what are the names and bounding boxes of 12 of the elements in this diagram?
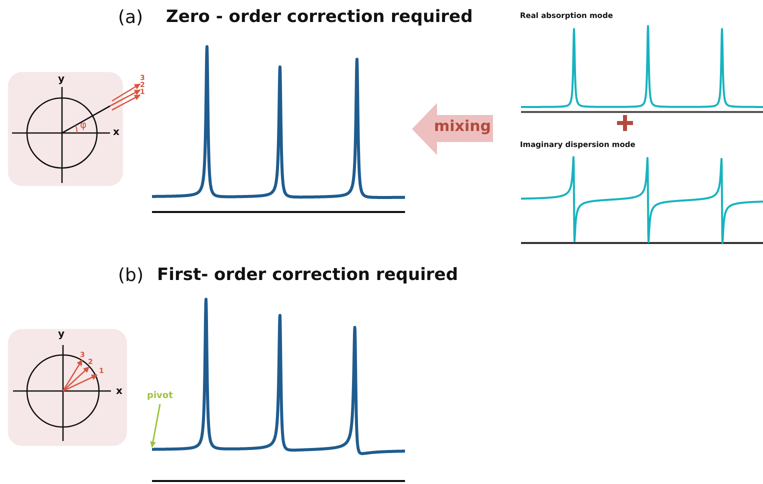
axis-label: y <box>58 330 65 340</box>
panel-label: (a) <box>118 9 144 27</box>
leader-line <box>150 404 161 448</box>
arrow-label: mixing <box>434 119 492 134</box>
axis-label: x <box>116 387 122 397</box>
callout-label: pivot <box>147 392 173 401</box>
axis-label: y <box>58 75 65 85</box>
heading: First- order correction required <box>157 267 458 284</box>
panel-label: (b) <box>118 267 144 285</box>
axis-label: x <box>113 128 120 138</box>
angle-label: φ <box>80 121 87 131</box>
heading: Zero - order correction required <box>166 9 473 26</box>
